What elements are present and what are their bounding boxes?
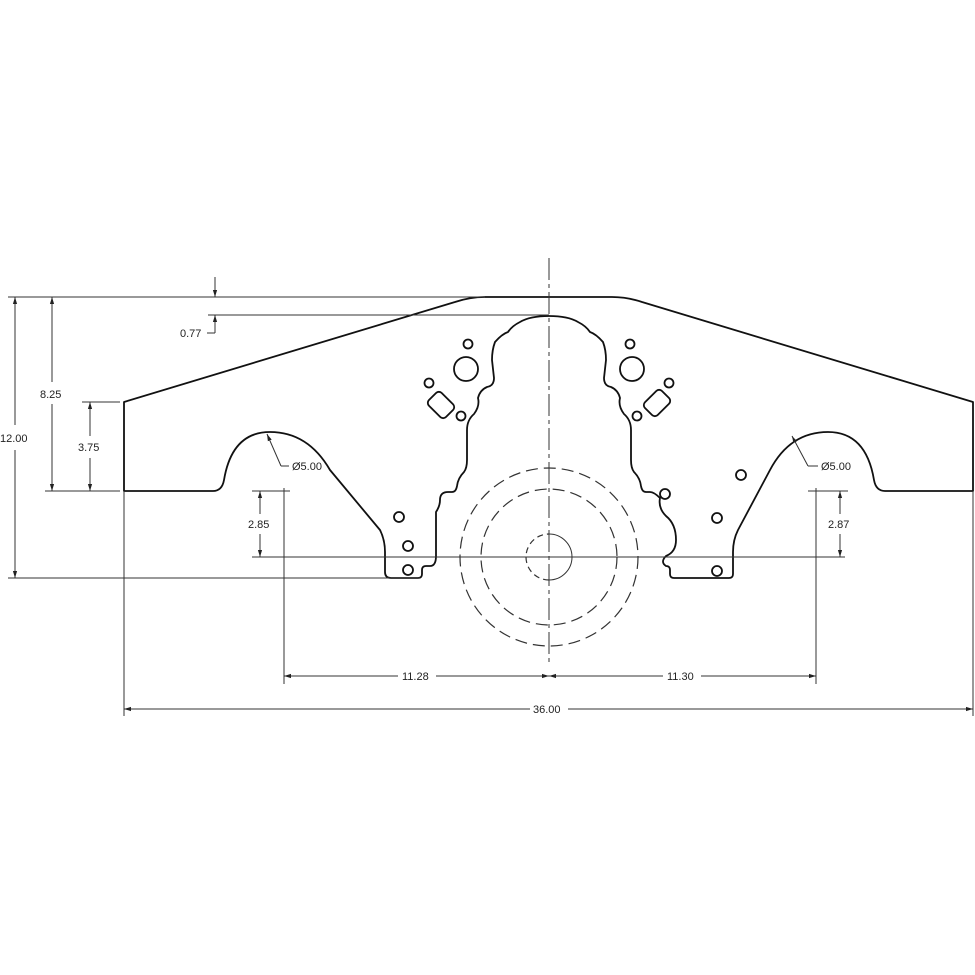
extension-lines bbox=[8, 296, 974, 716]
dim-side-edge: 3.75 bbox=[78, 442, 99, 454]
large-hole-icon bbox=[619, 356, 645, 382]
slot-hole-icon bbox=[426, 390, 456, 420]
dim-right-arch-height: 2.87 bbox=[828, 519, 849, 531]
dim-top-offset: 0.77 bbox=[180, 328, 201, 340]
dimension-left-arch-dia: Ø5.00 bbox=[266, 433, 322, 473]
plate-outline bbox=[123, 296, 974, 579]
dimension-36-00: 36.00 bbox=[124, 704, 973, 716]
dim-right-arch-diameter: Ø5.00 bbox=[821, 461, 851, 473]
crank-hidden-circle-mid bbox=[480, 488, 618, 626]
crank-circle-inner-hidden bbox=[525, 533, 550, 581]
dimension-12-00: 12.00 bbox=[0, 297, 28, 578]
dimension-2-87: 2.87 bbox=[828, 491, 849, 557]
dim-left-arch-diameter: Ø5.00 bbox=[292, 461, 322, 473]
dimension-2-85: 2.85 bbox=[248, 491, 269, 557]
large-hole-icon bbox=[453, 356, 479, 382]
dim-overall-height: 12.00 bbox=[0, 433, 28, 445]
slot-hole-icon bbox=[642, 388, 672, 418]
crank-hidden-circle-outer bbox=[459, 467, 639, 647]
crank-circle-inner-solid bbox=[548, 533, 573, 581]
dimension-0-77: 0.77 bbox=[180, 277, 218, 340]
dim-overall-width: 36.00 bbox=[533, 704, 561, 716]
dimension-3-75: 3.75 bbox=[78, 402, 99, 491]
dim-left-offset: 11.28 bbox=[402, 671, 429, 683]
dimension-11-30: 11.30 bbox=[549, 671, 816, 683]
dim-side-height: 8.25 bbox=[40, 389, 61, 401]
dimension-right-arch-dia: Ø5.00 bbox=[791, 435, 851, 473]
mounting-holes-right bbox=[619, 338, 747, 577]
mounting-holes-left bbox=[393, 338, 479, 576]
dimension-8-25: 8.25 bbox=[40, 297, 61, 491]
dim-left-arch-height: 2.85 bbox=[248, 519, 269, 531]
dim-right-offset: 11.30 bbox=[667, 671, 694, 683]
dimension-11-28: 11.28 bbox=[284, 671, 549, 683]
